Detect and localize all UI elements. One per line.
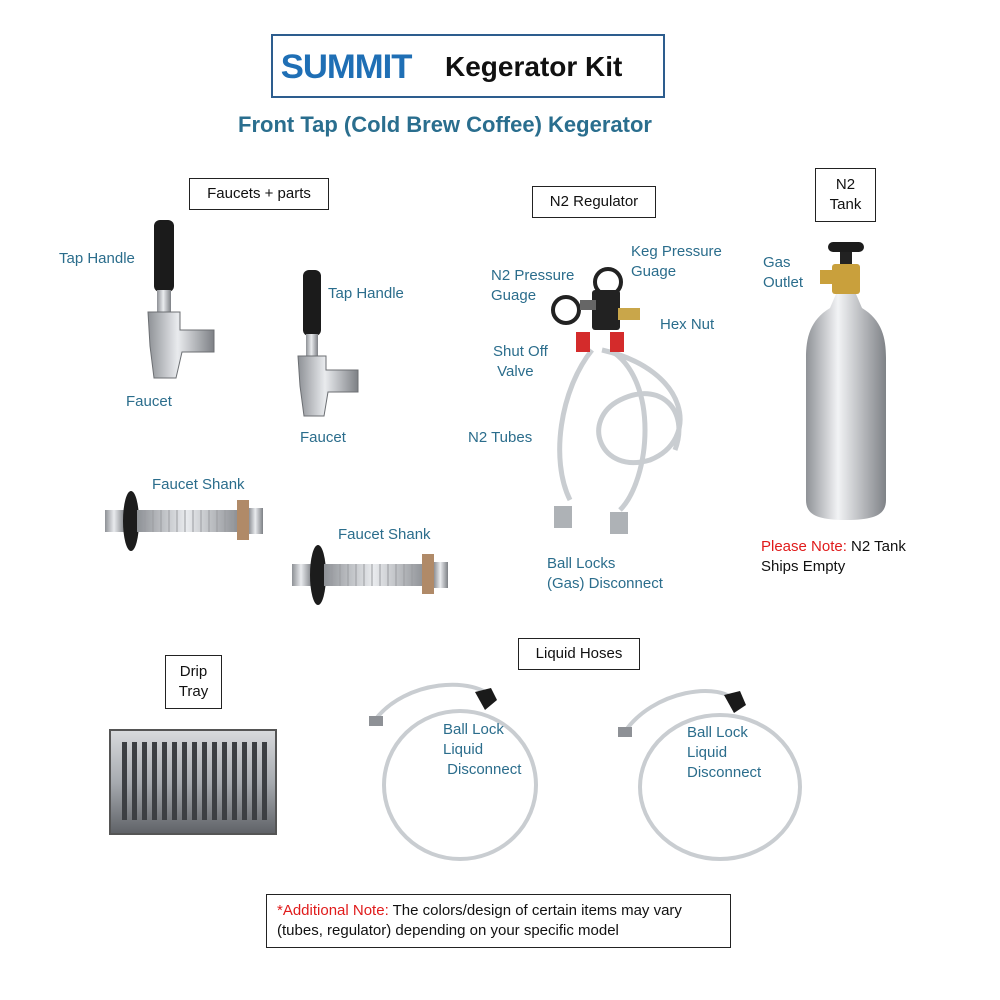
drip-tray-illustration: [109, 729, 277, 835]
label-faucet-1: Faucet: [126, 393, 172, 410]
additional-note-line2: (tubes, regulator) depending on your spe…: [277, 922, 619, 939]
header-title: Kegerator Kit: [445, 51, 623, 82]
label-ball-locks-gas: Ball Locks (Gas) Disconnect: [547, 555, 663, 592]
tank-note-line1: N2 Tank: [846, 538, 906, 555]
shank-2-illustration: [292, 545, 448, 605]
shank-1-illustration: [105, 491, 263, 551]
label-n2-tubes: N2 Tubes: [468, 429, 533, 446]
section-tank: N2 Tank: [815, 168, 876, 222]
label-tap-handle-1: Tap Handle: [59, 250, 135, 267]
label-shank-1: Faucet Shank: [152, 476, 245, 493]
label-n2-pressure: N2 Pressure Guage: [491, 267, 575, 304]
drip-title-1: Drip: [179, 663, 208, 680]
regulator-illustration: [551, 267, 683, 534]
label-faucet-2: Faucet: [300, 429, 346, 446]
tank-note-line2: Ships Empty: [761, 558, 846, 575]
label-tap-handle-2: Tap Handle: [328, 285, 404, 302]
additional-note-line1: The colors/design of certain items may v…: [388, 902, 682, 919]
label-shank-2: Faucet Shank: [338, 526, 431, 543]
page-subtitle: Front Tap (Cold Brew Coffee) Kegerator: [238, 112, 652, 137]
label-hex-nut: Hex Nut: [660, 316, 715, 333]
label-ball-lock-liquid-1: Ball Lock Liquid Disconnect: [443, 721, 522, 778]
label-keg-pressure: Keg Pressure Guage: [631, 243, 722, 280]
section-regulator: N2 Regulator: [532, 186, 656, 218]
tank-title-1: N2: [835, 176, 856, 193]
additional-note-prefix: *Additional Note:: [277, 902, 389, 919]
section-drip-tray: Drip Tray: [165, 655, 222, 709]
label-ball-lock-liquid-2: Ball Lock Liquid Disconnect: [687, 724, 762, 781]
section-faucets: Faucets + parts: [189, 178, 329, 210]
header-box: SUMMIT Kegerator Kit: [271, 34, 665, 98]
faucet-2-illustration: [297, 270, 359, 417]
liquid-hose-2-illustration: [618, 689, 802, 861]
section-liquid-hoses: Liquid Hoses: [518, 638, 640, 670]
tank-note: Please Note: N2 Tank Ships Empty: [761, 537, 906, 577]
drip-title-2: Tray: [178, 683, 209, 700]
tank-note-prefix: Please Note:: [761, 538, 847, 555]
liquid-hose-1-illustration: [369, 682, 538, 861]
additional-note-box: *Additional Note: The colors/design of c…: [266, 894, 731, 948]
label-gas-outlet: Gas Outlet: [763, 254, 804, 291]
faucet-1-illustration: [147, 220, 215, 379]
label-shut-off: Shut Off Valve: [493, 343, 548, 380]
tank-title-2: Tank: [829, 196, 862, 213]
summit-logo: SUMMIT: [280, 48, 413, 86]
n2-tank-illustration: [806, 242, 886, 520]
